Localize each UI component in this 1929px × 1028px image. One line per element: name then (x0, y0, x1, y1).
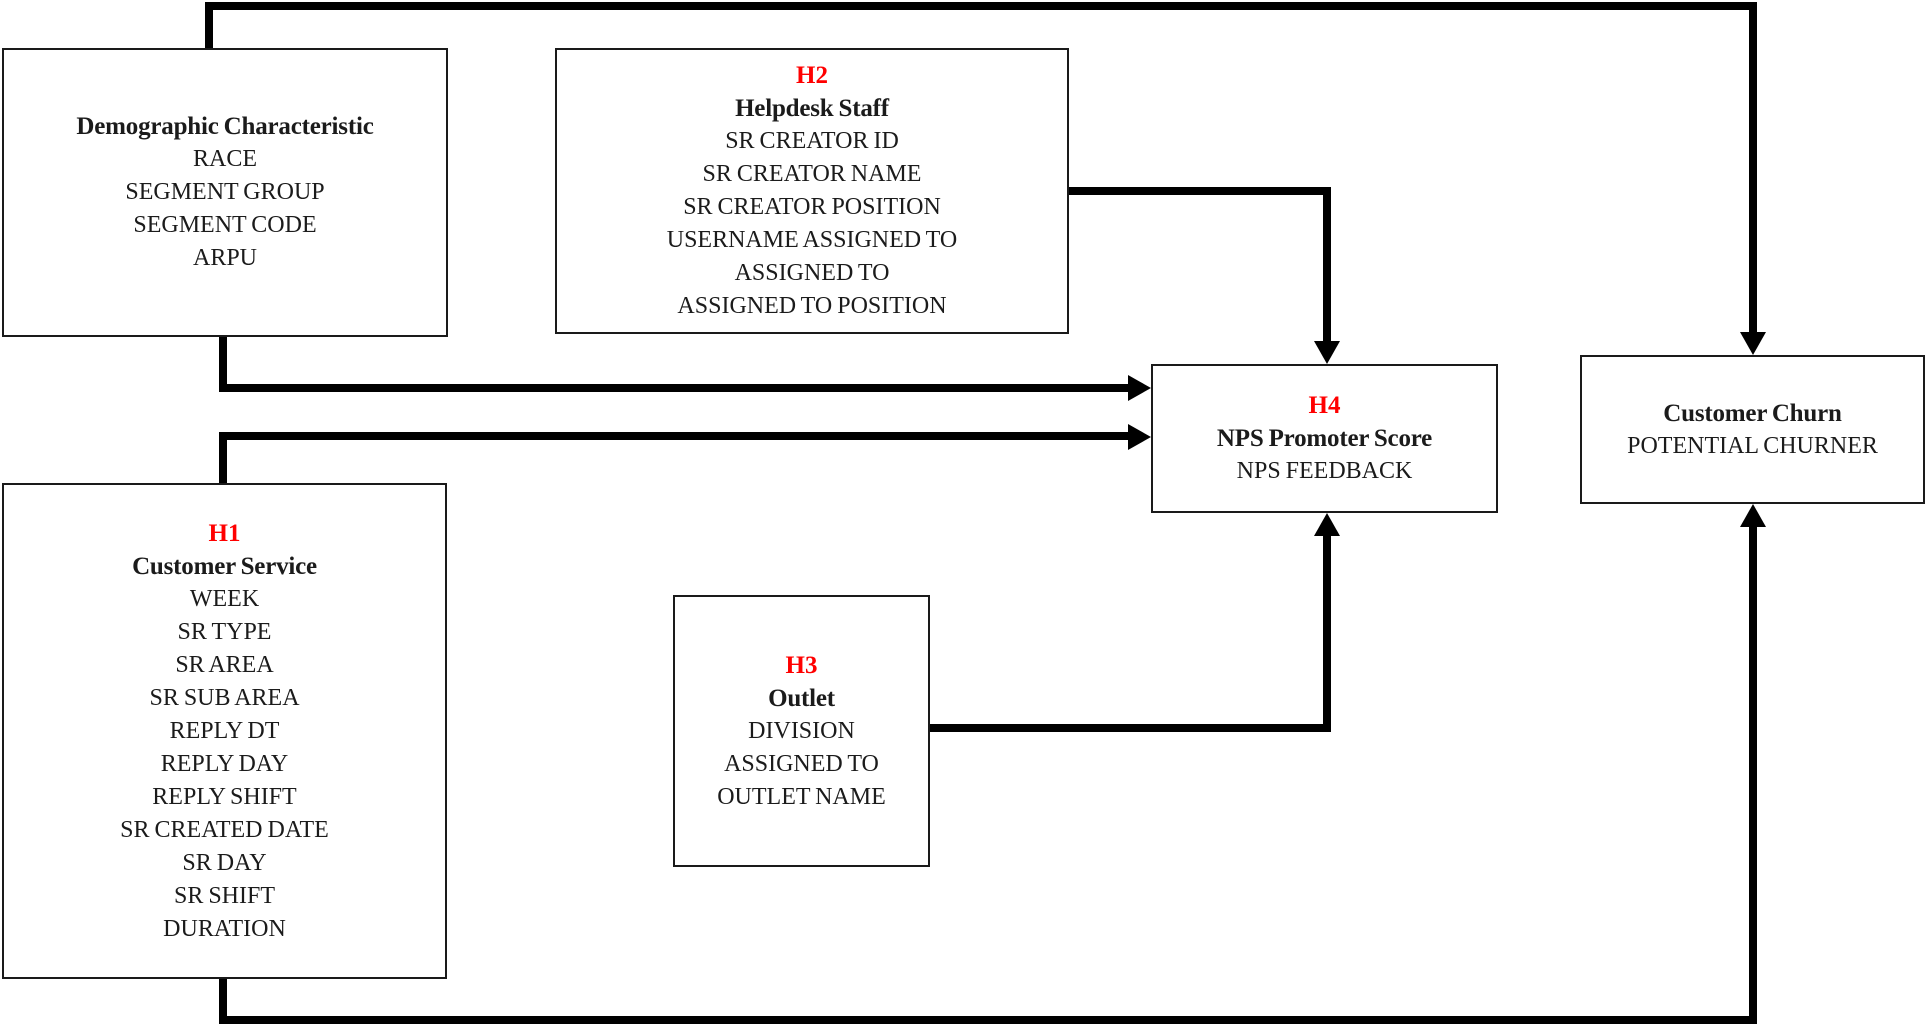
connector-helpdesk-to-nps-drop (1323, 187, 1331, 343)
attribute-item: REPLY SHIFT (152, 783, 297, 810)
connector-demographic-to-nps-run (219, 384, 1129, 392)
connector-customer-service-to-nps-run (219, 432, 1129, 440)
attribute-item: ASSIGNED TO POSITION (677, 293, 947, 319)
attribute-item: SR CREATOR POSITION (683, 194, 941, 220)
box-outlet: H3 Outlet DIVISION ASSIGNED TO OUTLET NAME (673, 595, 930, 867)
connector-outlet-to-nps-run (928, 724, 1331, 732)
box-customer-service: H1 Customer Service WEEK SR TYPE SR AREA SR… (2, 483, 447, 979)
connector-outlet-to-nps-arrowhead (1314, 513, 1340, 536)
attribute-item: REPLY DAY (160, 750, 289, 777)
attribute-list: DIVISION ASSIGNED TO OUTLET NAME (717, 715, 886, 814)
box-title: Helpdesk Staff (735, 95, 889, 122)
box-title: Customer Service (132, 552, 317, 580)
connector-customer-service-to-churn-bottom-run (219, 1016, 1757, 1024)
attribute-item: POTENTIAL CHURNER (1627, 432, 1878, 459)
attribute-item: WEEK (189, 585, 260, 612)
attribute-item: ASSIGNED TO (734, 260, 890, 286)
attribute-item: ARPU (192, 245, 258, 271)
box-title: NPS Promoter Score (1216, 425, 1433, 452)
attribute-item: SEGMENT CODE (133, 212, 317, 238)
attribute-item: OUTLET NAME (717, 783, 886, 810)
box-title: Customer Churn (1663, 399, 1842, 427)
attribute-list: SR CREATOR ID SR CREATOR NAME SR CREATOR P… (667, 125, 958, 323)
connector-helpdesk-to-nps-run (1067, 187, 1331, 195)
attribute-item: SR SHIFT (173, 882, 276, 909)
hypothesis-label-h1: H1 (208, 519, 241, 547)
attribute-item: RACE (192, 146, 257, 172)
attribute-item: SR SUB AREA (149, 684, 300, 711)
connector-demographic-to-nps-arrowhead (1128, 375, 1151, 401)
attribute-item: SR CREATOR NAME (702, 161, 922, 187)
attribute-list: WEEK SR TYPE SR AREA SR SUB AREA REPLY DT REP… (120, 583, 329, 946)
attribute-list: RACE SEGMENT GROUP SEGMENT CODE ARPU (125, 143, 324, 275)
hypothesis-label-h2: H2 (796, 62, 828, 89)
attribute-item: DIVISION (748, 717, 855, 744)
box-title: Demographic Characteristic (76, 113, 374, 140)
box-nps-promoter-score: H4 NPS Promoter Score NPS FEEDBACK (1151, 364, 1498, 513)
attribute-item: SR DAY (182, 849, 267, 876)
box-demographic-characteristic: Demographic Characteristic RACE SEGMENT G… (2, 48, 448, 337)
attribute-list: NPS FEEDBACK (1237, 455, 1413, 488)
connector-demographic-to-churn-arrowhead (1740, 332, 1766, 355)
connector-demographic-to-churn-drop (1749, 2, 1757, 334)
connector-demographic-to-churn-top-run (205, 2, 1757, 10)
attribute-item: DURATION (163, 915, 286, 942)
attribute-item: SR AREA (175, 651, 274, 678)
attribute-item: USERNAME ASSIGNED TO (666, 227, 958, 253)
connector-customer-service-to-churn-drop (219, 977, 227, 1024)
box-customer-churn: Customer Churn POTENTIAL CHURNER (1580, 355, 1925, 504)
connector-helpdesk-to-nps-arrowhead (1314, 341, 1340, 364)
attribute-item: SR CREATOR ID (725, 128, 899, 154)
connector-customer-service-to-churn-arrowhead (1740, 504, 1766, 527)
attribute-item: ASSIGNED TO (724, 750, 879, 777)
attribute-list: POTENTIAL CHURNER (1627, 430, 1878, 463)
hypothesis-label-h3: H3 (785, 651, 818, 679)
connector-demographic-to-nps-drop (219, 335, 227, 392)
connector-customer-service-to-nps-arrowhead (1128, 424, 1151, 450)
hypothesis-label-h4: H4 (1308, 392, 1341, 419)
attribute-item: NPS FEEDBACK (1236, 458, 1413, 484)
attribute-item: REPLY DT (169, 717, 280, 744)
connector-outlet-to-nps-riser (1323, 535, 1331, 732)
box-title: Outlet (768, 684, 835, 712)
attribute-item: SR TYPE (177, 618, 272, 645)
connector-customer-service-to-nps-riser (219, 432, 227, 485)
connector-demographic-to-churn-riser (205, 2, 213, 48)
connector-customer-service-to-churn-riser (1749, 527, 1757, 1024)
attribute-item: SR CREATED DATE (120, 816, 329, 843)
attribute-item: SEGMENT GROUP (125, 179, 325, 205)
